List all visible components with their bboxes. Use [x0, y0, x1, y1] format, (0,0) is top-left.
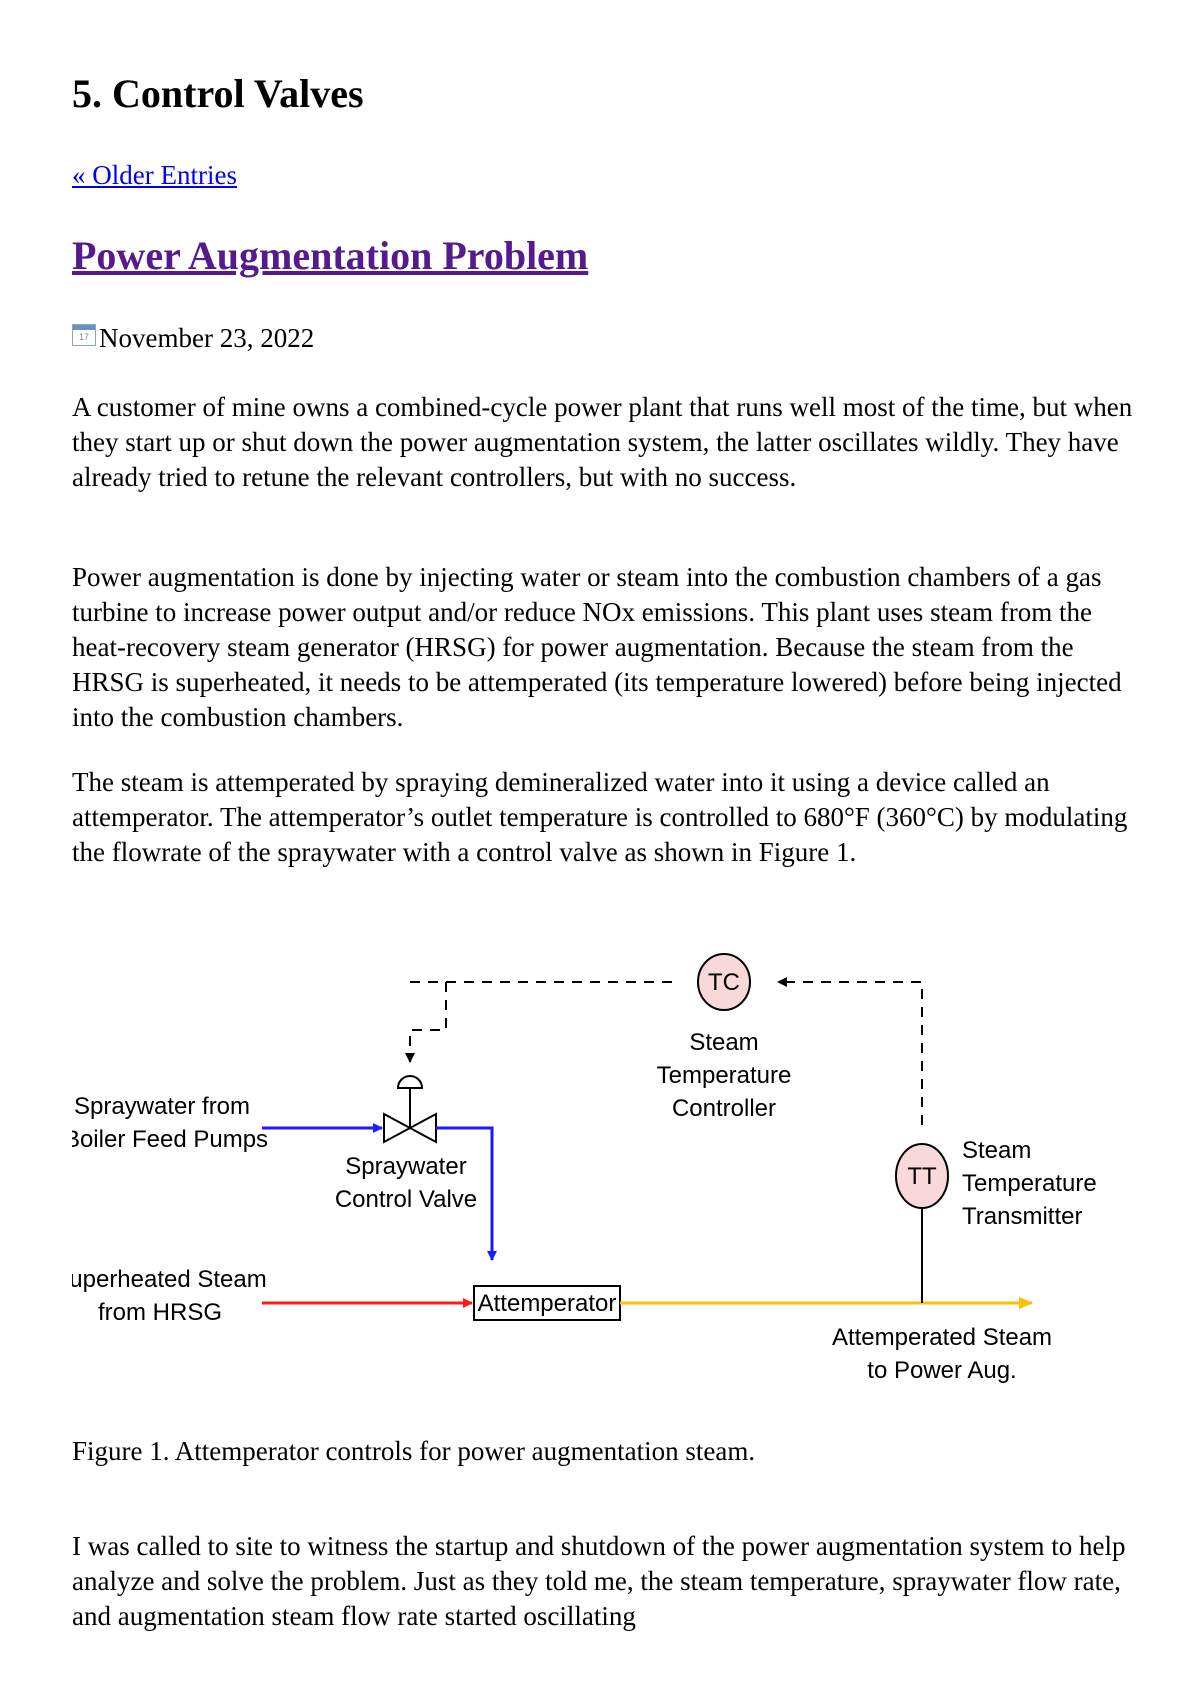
- paragraph: The steam is attemperated by spraying de…: [72, 767, 1128, 867]
- valve-label-line: Control Valve: [335, 1186, 477, 1213]
- post-date-text: November 23, 2022: [99, 323, 315, 353]
- post-date: 17 November 23, 2022: [72, 323, 314, 354]
- figure-caption: Figure 1. Attemperator controls for powe…: [72, 1436, 756, 1466]
- signal-line-to-valve: [405, 982, 447, 1063]
- tt-tag: TT: [907, 1163, 937, 1190]
- steam-in-label-line: from HRSG: [98, 1299, 222, 1326]
- tt-transmitter-circle: [895, 1143, 949, 1209]
- controller-label-line: Temperature: [657, 1062, 792, 1089]
- spraywater-label-line: Spraywater from: [74, 1093, 250, 1120]
- category-title: 5. Control Valves: [72, 71, 364, 116]
- control-valve-icon: [383, 1112, 437, 1144]
- outlet-label-line: to Power Aug.: [867, 1357, 1016, 1384]
- post-title: Power Augmentation Problem: [72, 232, 588, 279]
- signal-line-from-transmitter: [777, 977, 923, 1125]
- steam-in-label-line: Superheated Steam: [72, 1266, 267, 1293]
- valve-label-line: Spraywater: [345, 1153, 466, 1180]
- tc-tag: TC: [708, 969, 740, 996]
- transmitter-label-line: Steam: [962, 1137, 1031, 1164]
- paragraph: Power augmentation is done by injecting …: [72, 562, 1122, 732]
- controller-label-line: Steam: [689, 1029, 758, 1056]
- controller-label-line: Controller: [672, 1095, 776, 1122]
- valve-actuator-icon: [396, 1075, 424, 1089]
- post-title-link[interactable]: Power Augmentation Problem: [72, 233, 589, 278]
- outlet-label-line: Attemperated Steam: [832, 1324, 1052, 1351]
- paragraph: A customer of mine owns a combined-cycle…: [72, 392, 1133, 492]
- older-entries-link[interactable]: « Older Entries: [72, 160, 237, 190]
- paragraph: I was called to site to witness the star…: [72, 1531, 1126, 1631]
- attemperator-control-diagram: TC Steam Temperature Controller Spraywat…: [72, 953, 1097, 1384]
- calendar-icon: 17: [72, 323, 96, 346]
- transmitter-label-line: Temperature: [962, 1170, 1097, 1197]
- spraywater-label-line: Boiler Feed Pumps: [72, 1126, 268, 1153]
- spraywater-to-attemperator-line: [436, 1126, 497, 1261]
- transmitter-label-line: Transmitter: [962, 1203, 1082, 1230]
- tc-controller-circle: [697, 953, 751, 1011]
- attemperator-label: Attemperator: [478, 1290, 617, 1317]
